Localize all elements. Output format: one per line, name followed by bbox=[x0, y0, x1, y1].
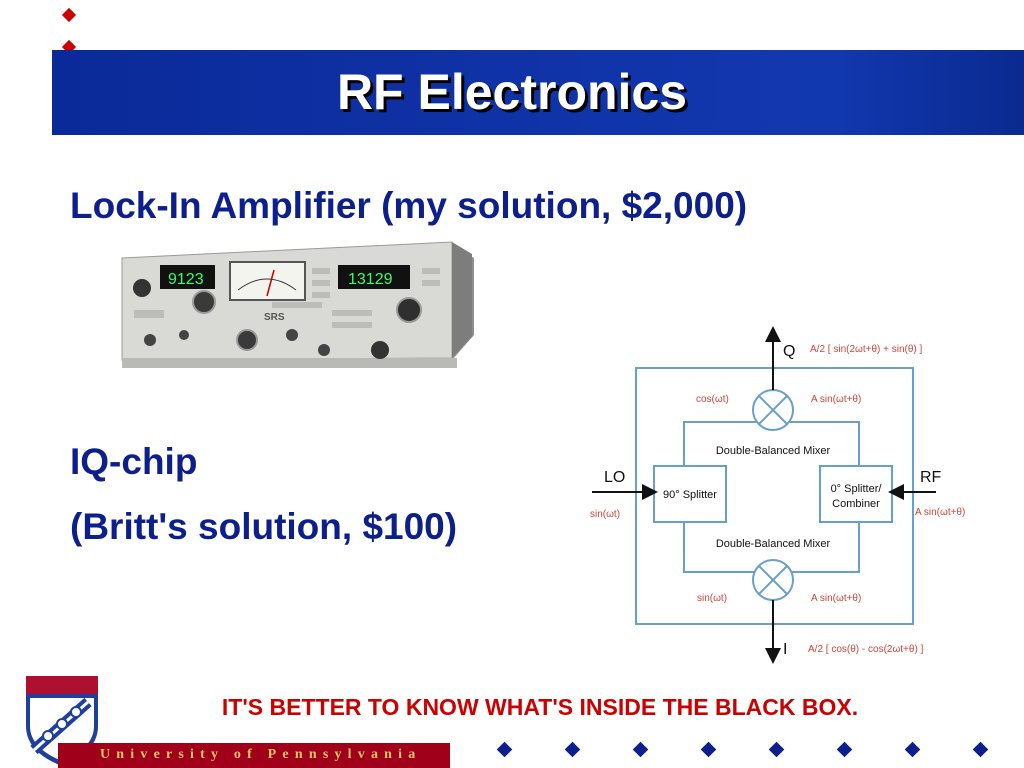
heading-lockin: Lock-In Amplifier (my solution, $2,000) bbox=[70, 185, 748, 226]
corner-diamond-1 bbox=[61, 7, 77, 23]
bottom-mixer-label: Double-Balanced Mixer bbox=[716, 538, 831, 550]
knob-4 bbox=[396, 297, 422, 323]
port-rf-label: RF bbox=[920, 469, 942, 486]
knob-3 bbox=[236, 329, 258, 351]
footer-diamond bbox=[632, 741, 649, 758]
tagline: IT'S BETTER TO KNOW WHAT'S INSIDE THE BL… bbox=[221, 694, 859, 720]
top-mixer-label: Double-Balanced Mixer bbox=[716, 445, 831, 457]
footer-diamond bbox=[700, 741, 717, 758]
outer-frame bbox=[635, 367, 914, 625]
slide-title: RF Electronics bbox=[336, 64, 688, 120]
port-q-label: Q bbox=[783, 343, 795, 360]
lock-in-amplifier-image: 9123 13129 SRS bbox=[121, 241, 474, 368]
display-right-readout: 13129 bbox=[348, 271, 393, 288]
university-name: University of Pennsylvania bbox=[100, 747, 422, 762]
port-i-label: I bbox=[783, 641, 787, 658]
port-lo-label: LO bbox=[604, 469, 625, 486]
title-bar bbox=[52, 50, 1024, 135]
knob-9 bbox=[179, 330, 189, 340]
lo-signal-label: sin(ωt) bbox=[590, 509, 620, 520]
i-output-formula: A/2 [ cos(θ) - cos(2ωt+θ) ] bbox=[808, 644, 924, 655]
splitter-90-box bbox=[653, 465, 727, 523]
knob-1 bbox=[133, 279, 151, 297]
footer-diamond bbox=[904, 741, 921, 758]
iq-mixer-diagram: Q I LO RF A/2 [ sin(2ωt+θ) + sin(θ) ] A/… bbox=[590, 326, 965, 664]
top-mixer-right-signal: A sin(ωt+θ) bbox=[811, 394, 861, 405]
footer-diamond bbox=[972, 741, 989, 758]
splitter-0-label-line2: Combiner bbox=[832, 498, 880, 510]
top-mixer-left-signal: cos(ωt) bbox=[696, 394, 729, 405]
splitter-90-label: 90° Splitter bbox=[663, 489, 717, 501]
rf-signal-label: A sin(ωt+θ) bbox=[915, 507, 965, 518]
footer-diamond bbox=[564, 741, 581, 758]
bottom-mixer-left-signal: sin(ωt) bbox=[697, 593, 727, 604]
footer-diamond bbox=[836, 741, 853, 758]
heading-iq-chip: IQ-chip bbox=[70, 441, 198, 482]
knob-5 bbox=[371, 341, 389, 359]
knob-6 bbox=[144, 334, 156, 346]
footer-diamond bbox=[496, 741, 513, 758]
instrument-logo: SRS bbox=[264, 312, 285, 323]
bottom-mixer-right-signal: A sin(ωt+θ) bbox=[811, 593, 861, 604]
q-output-formula: A/2 [ sin(2ωt+θ) + sin(θ) ] bbox=[810, 344, 923, 355]
heading-iq-solution: (Britt's solution, $100) bbox=[70, 506, 458, 547]
splitter-0-label-line1: 0° Splitter/ bbox=[831, 483, 883, 495]
footer-diamond bbox=[768, 741, 785, 758]
university-bar bbox=[58, 743, 450, 768]
knob-8 bbox=[286, 329, 298, 341]
display-left-readout: 9123 bbox=[168, 271, 204, 288]
knob-7 bbox=[318, 344, 330, 356]
knob-2 bbox=[192, 290, 216, 314]
